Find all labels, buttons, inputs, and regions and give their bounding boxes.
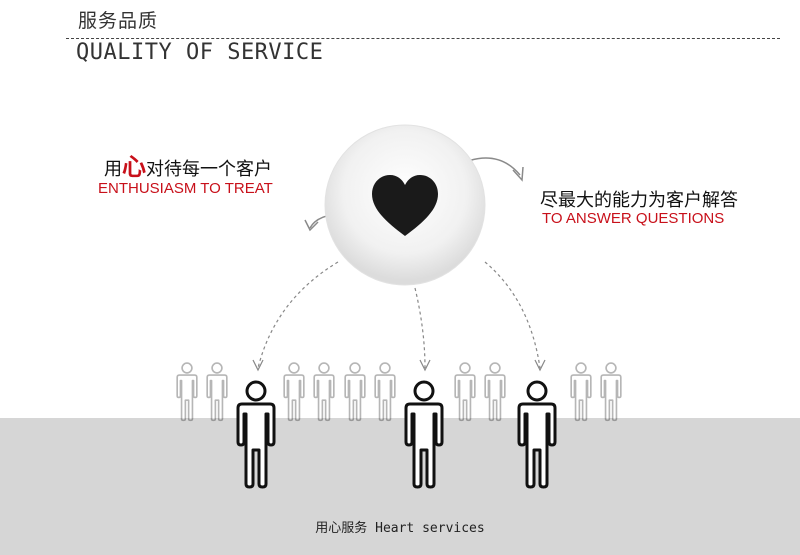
person-icon — [517, 380, 557, 489]
highlight-character: 心 — [122, 153, 146, 181]
person-icon — [484, 362, 506, 422]
footer-label: 用心服务 Heart services — [315, 521, 485, 536]
person-icon — [313, 362, 335, 422]
person-icon — [374, 362, 396, 422]
page-title-english: QUALITY OF SERVICE — [76, 40, 324, 65]
left-caption-chinese: 用心对待每一个客户 — [104, 153, 272, 181]
connector-center — [414, 287, 426, 369]
right-caption-english: TO ANSWER QUESTIONS — [542, 210, 725, 227]
heart-icon — [372, 175, 438, 236]
person-icon — [236, 380, 276, 489]
person-icon — [570, 362, 592, 422]
page-title-chinese: 服务品质 — [78, 10, 159, 32]
floor-band — [0, 418, 800, 555]
person-icon — [206, 362, 228, 422]
connector-left — [257, 261, 339, 369]
right-caption-chinese: 尽最大的能力为客户解答 — [540, 190, 738, 211]
person-icon — [176, 362, 198, 422]
person-icon — [404, 380, 444, 489]
person-icon — [600, 362, 622, 422]
person-icon — [283, 362, 305, 422]
header-divider — [66, 38, 780, 39]
connector-right — [484, 261, 541, 369]
person-icon — [344, 362, 366, 422]
left-caption-english: ENTHUSIASM TO TREAT — [98, 180, 273, 197]
person-icon — [454, 362, 476, 422]
